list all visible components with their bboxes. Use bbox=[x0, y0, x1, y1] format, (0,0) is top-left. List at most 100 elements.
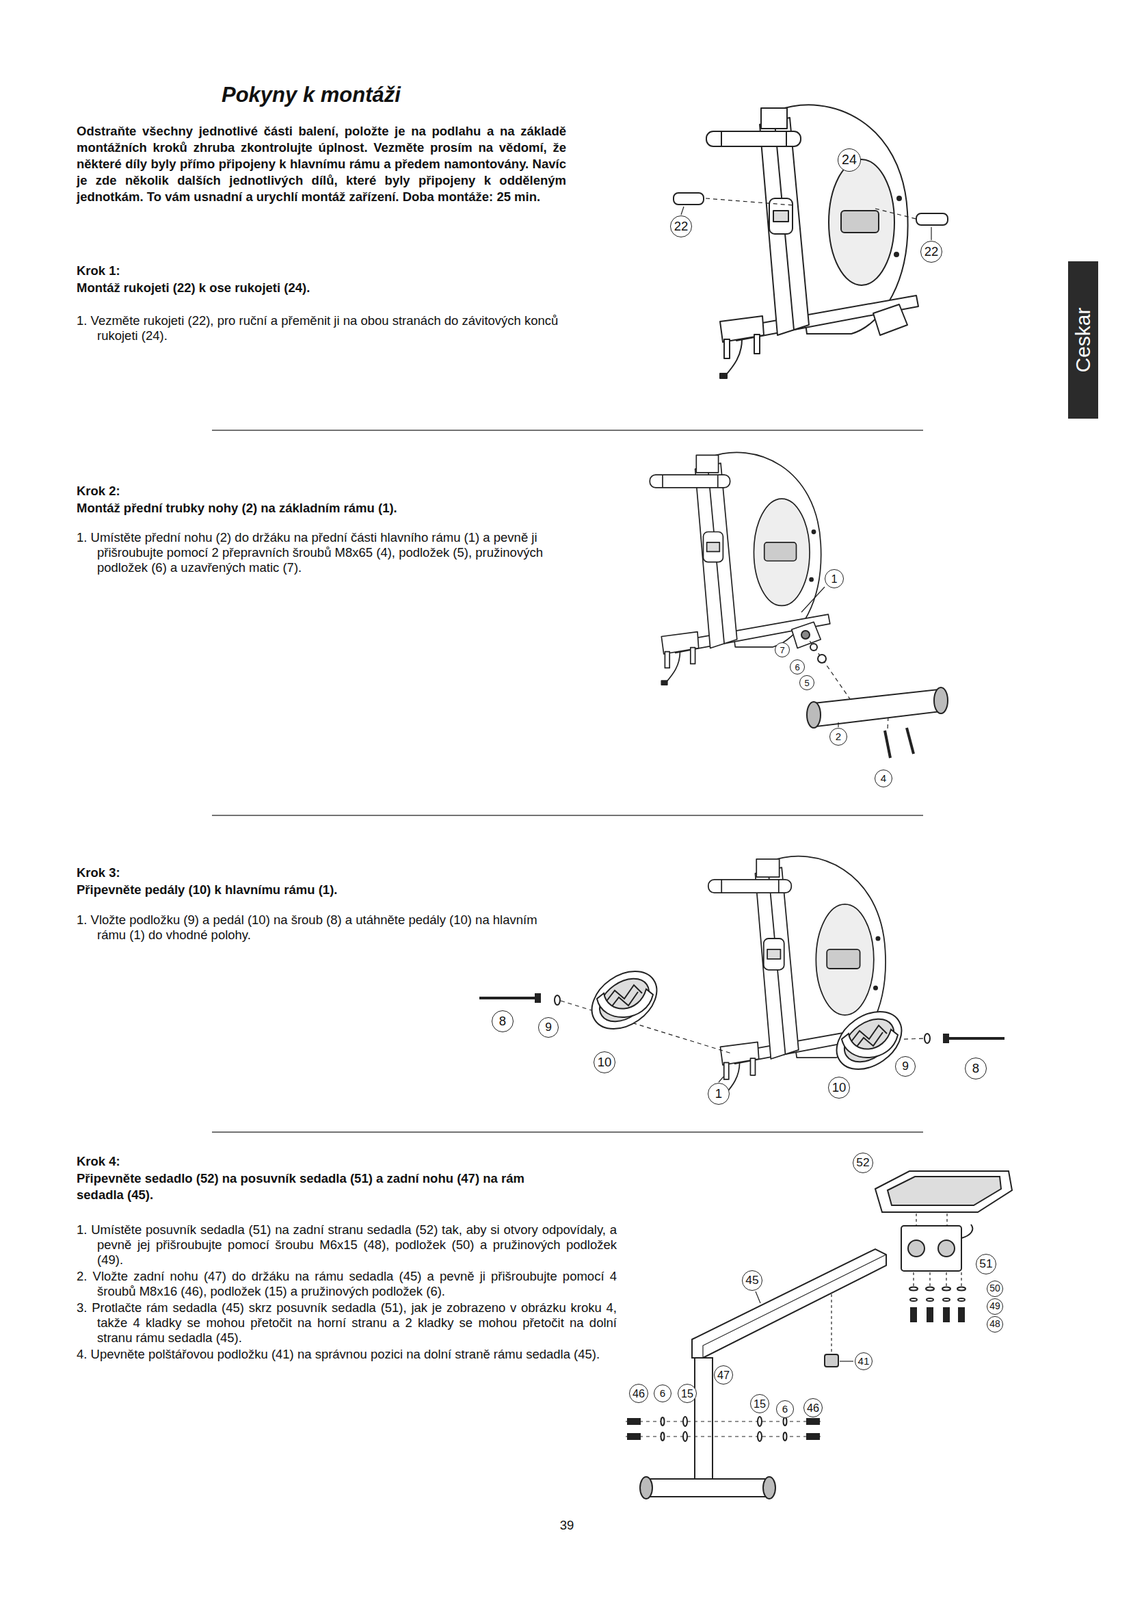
seat-rail bbox=[692, 1248, 887, 1358]
callout-number: 6 bbox=[776, 1399, 794, 1418]
callout-text: 52 bbox=[856, 1156, 870, 1168]
washer bbox=[957, 1286, 966, 1291]
callout-number: 52 bbox=[852, 1152, 874, 1173]
seat-slider bbox=[901, 1225, 962, 1271]
bolt bbox=[806, 1433, 820, 1439]
callout-number: 47 bbox=[713, 1364, 734, 1385]
callout-number: 49 bbox=[986, 1297, 1004, 1315]
callout-number: 22 bbox=[670, 215, 693, 238]
assembly-line bbox=[830, 1293, 832, 1353]
callout-number: 5 bbox=[799, 674, 815, 690]
spring-washer bbox=[926, 1297, 934, 1301]
callout-text: 10 bbox=[832, 1081, 847, 1095]
instruction-text: 2. Vložte zadní nohu (47) do držáku na r… bbox=[76, 1268, 617, 1299]
page-title: Pokyny k montáži bbox=[221, 82, 401, 109]
assembly-line bbox=[805, 634, 855, 706]
step-heading: Připevněte sedadlo (52) na posuvník seda… bbox=[76, 1169, 569, 1203]
assembly-line bbox=[625, 1420, 821, 1421]
assembly-line bbox=[946, 1213, 948, 1226]
callout-number: 46 bbox=[803, 1397, 823, 1417]
washer bbox=[925, 1286, 935, 1291]
assembly-line bbox=[705, 198, 794, 206]
callout-number: 46 bbox=[629, 1383, 649, 1403]
callout-number: 2 bbox=[829, 727, 848, 746]
washer bbox=[909, 1286, 918, 1291]
end-cap bbox=[806, 701, 821, 728]
callout-text: 22 bbox=[924, 245, 939, 259]
assembly-line bbox=[875, 208, 917, 219]
callout-number: 15 bbox=[677, 1383, 697, 1403]
leader-line bbox=[801, 586, 825, 612]
bolt bbox=[627, 1418, 641, 1424]
callout-text: 45 bbox=[745, 1273, 759, 1286]
front-leg-tube bbox=[813, 689, 941, 727]
callout-number: 9 bbox=[538, 1016, 559, 1038]
step-heading: Připevněte pedály (10) k hlavnímu rámu (… bbox=[76, 881, 597, 898]
step-heading: Montáž přední trubky nohy (2) na základn… bbox=[76, 499, 597, 517]
callout-text: 49 bbox=[989, 1301, 1000, 1311]
callout-number: 10 bbox=[828, 1076, 850, 1099]
separator bbox=[211, 1131, 924, 1133]
handle-grip bbox=[673, 192, 704, 205]
callout-text: 6 bbox=[659, 1387, 666, 1398]
callout-number: 9 bbox=[895, 1055, 916, 1077]
callout-text: 9 bbox=[901, 1059, 909, 1072]
callout-text: 5 bbox=[804, 678, 809, 688]
bolt bbox=[927, 1307, 933, 1322]
assembly-line bbox=[945, 1271, 947, 1286]
rail-edge bbox=[702, 1254, 887, 1358]
callout-number: 1 bbox=[824, 568, 844, 589]
bolt bbox=[627, 1433, 641, 1439]
rowing-machine bbox=[706, 104, 919, 379]
callout-number: 41 bbox=[854, 1351, 873, 1370]
bolt bbox=[958, 1307, 965, 1322]
washer bbox=[817, 654, 827, 663]
callout-text: 22 bbox=[674, 220, 689, 234]
assembly-line bbox=[960, 1271, 962, 1286]
washer bbox=[683, 1416, 688, 1426]
spring-washer bbox=[661, 1431, 665, 1441]
leader-line bbox=[839, 1360, 854, 1361]
washer bbox=[683, 1431, 688, 1441]
spring-washer bbox=[910, 1297, 917, 1301]
washer bbox=[757, 1416, 762, 1426]
callout-number: 51 bbox=[975, 1253, 997, 1274]
callout-text: 46 bbox=[806, 1401, 820, 1413]
callout-text: 46 bbox=[632, 1387, 645, 1399]
step-number: Krok 3: bbox=[76, 864, 121, 881]
instruction-text: 1. Vložte podložku (9) a pedál (10) na š… bbox=[76, 912, 549, 943]
washer bbox=[924, 1033, 930, 1043]
step-number: Krok 4: bbox=[76, 1152, 121, 1170]
spring-washer bbox=[661, 1416, 665, 1426]
leader-line bbox=[837, 722, 839, 727]
callout-text: 8 bbox=[499, 1014, 507, 1028]
bolt bbox=[806, 1418, 820, 1424]
pedal-bolt bbox=[948, 1036, 1005, 1040]
callout-text: 9 bbox=[544, 1020, 552, 1033]
pedal-bolt bbox=[479, 996, 536, 1000]
callout-number: 50 bbox=[986, 1280, 1004, 1297]
cap-nut bbox=[801, 630, 810, 639]
rear-leg bbox=[694, 1357, 713, 1480]
instruction-text: 1. Umístěte přední nohu (2) do držáku na… bbox=[76, 529, 549, 576]
washer bbox=[942, 1286, 951, 1291]
washer bbox=[757, 1431, 762, 1441]
rear-leg-tube bbox=[646, 1478, 770, 1497]
leader-line bbox=[718, 1076, 724, 1082]
slider-roller bbox=[908, 1239, 925, 1257]
callout-text: 6 bbox=[782, 1403, 788, 1414]
language-tab: Ceskar bbox=[1068, 261, 1099, 419]
intro-text: Odstraňte všechny jednotlivé části balen… bbox=[76, 123, 567, 206]
callout-number: 6 bbox=[653, 1384, 672, 1402]
assembly-line bbox=[915, 1213, 917, 1226]
instruction-text: 1. Umístěte posuvník sedadla (51) na zad… bbox=[76, 1221, 617, 1268]
bolt-head bbox=[943, 1033, 949, 1043]
instruction-text: 4. Upevněte polštářovou podložku (41) na… bbox=[76, 1346, 617, 1362]
callout-text: 1 bbox=[830, 573, 837, 584]
bolt bbox=[910, 1307, 917, 1322]
callout-text: 8 bbox=[972, 1061, 980, 1075]
callout-text: 7 bbox=[779, 645, 785, 655]
leader-line bbox=[681, 206, 684, 215]
pedal bbox=[581, 959, 668, 1041]
